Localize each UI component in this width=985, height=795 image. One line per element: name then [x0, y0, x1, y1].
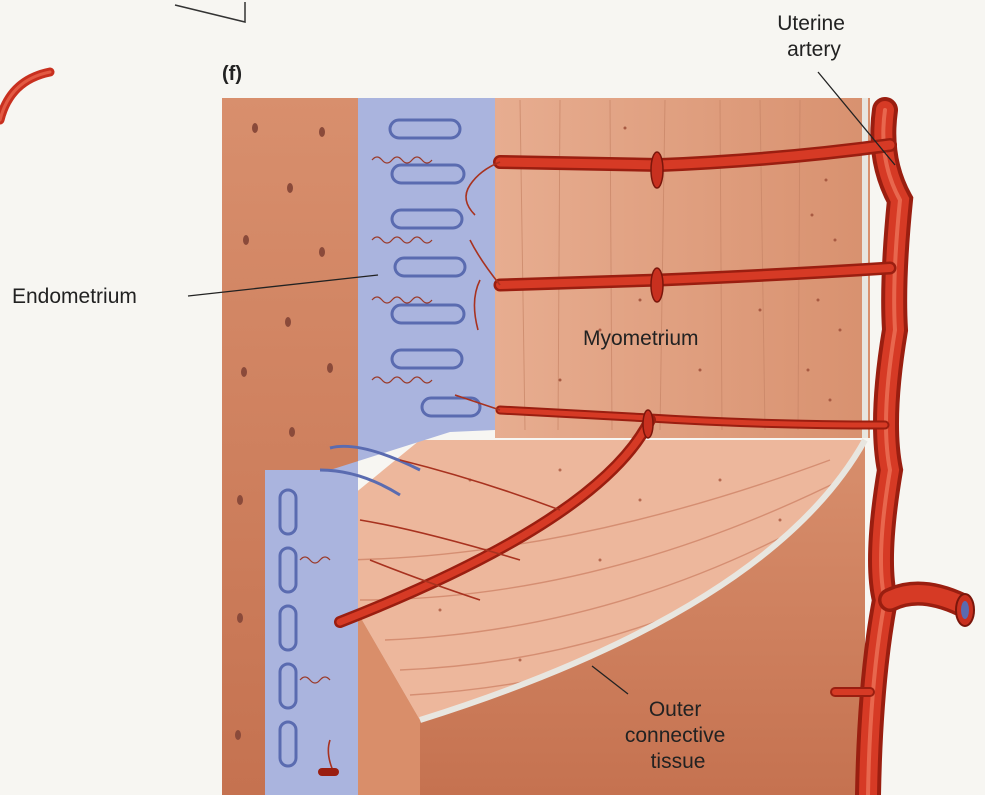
- endometrium-label: Endometrium: [12, 285, 137, 308]
- myometrium-label: Myometrium: [583, 327, 699, 350]
- adjacent-panel-fragment: [0, 2, 245, 120]
- panel-label: (f): [222, 63, 242, 85]
- uterine-artery-label: Uterine artery: [777, 12, 851, 61]
